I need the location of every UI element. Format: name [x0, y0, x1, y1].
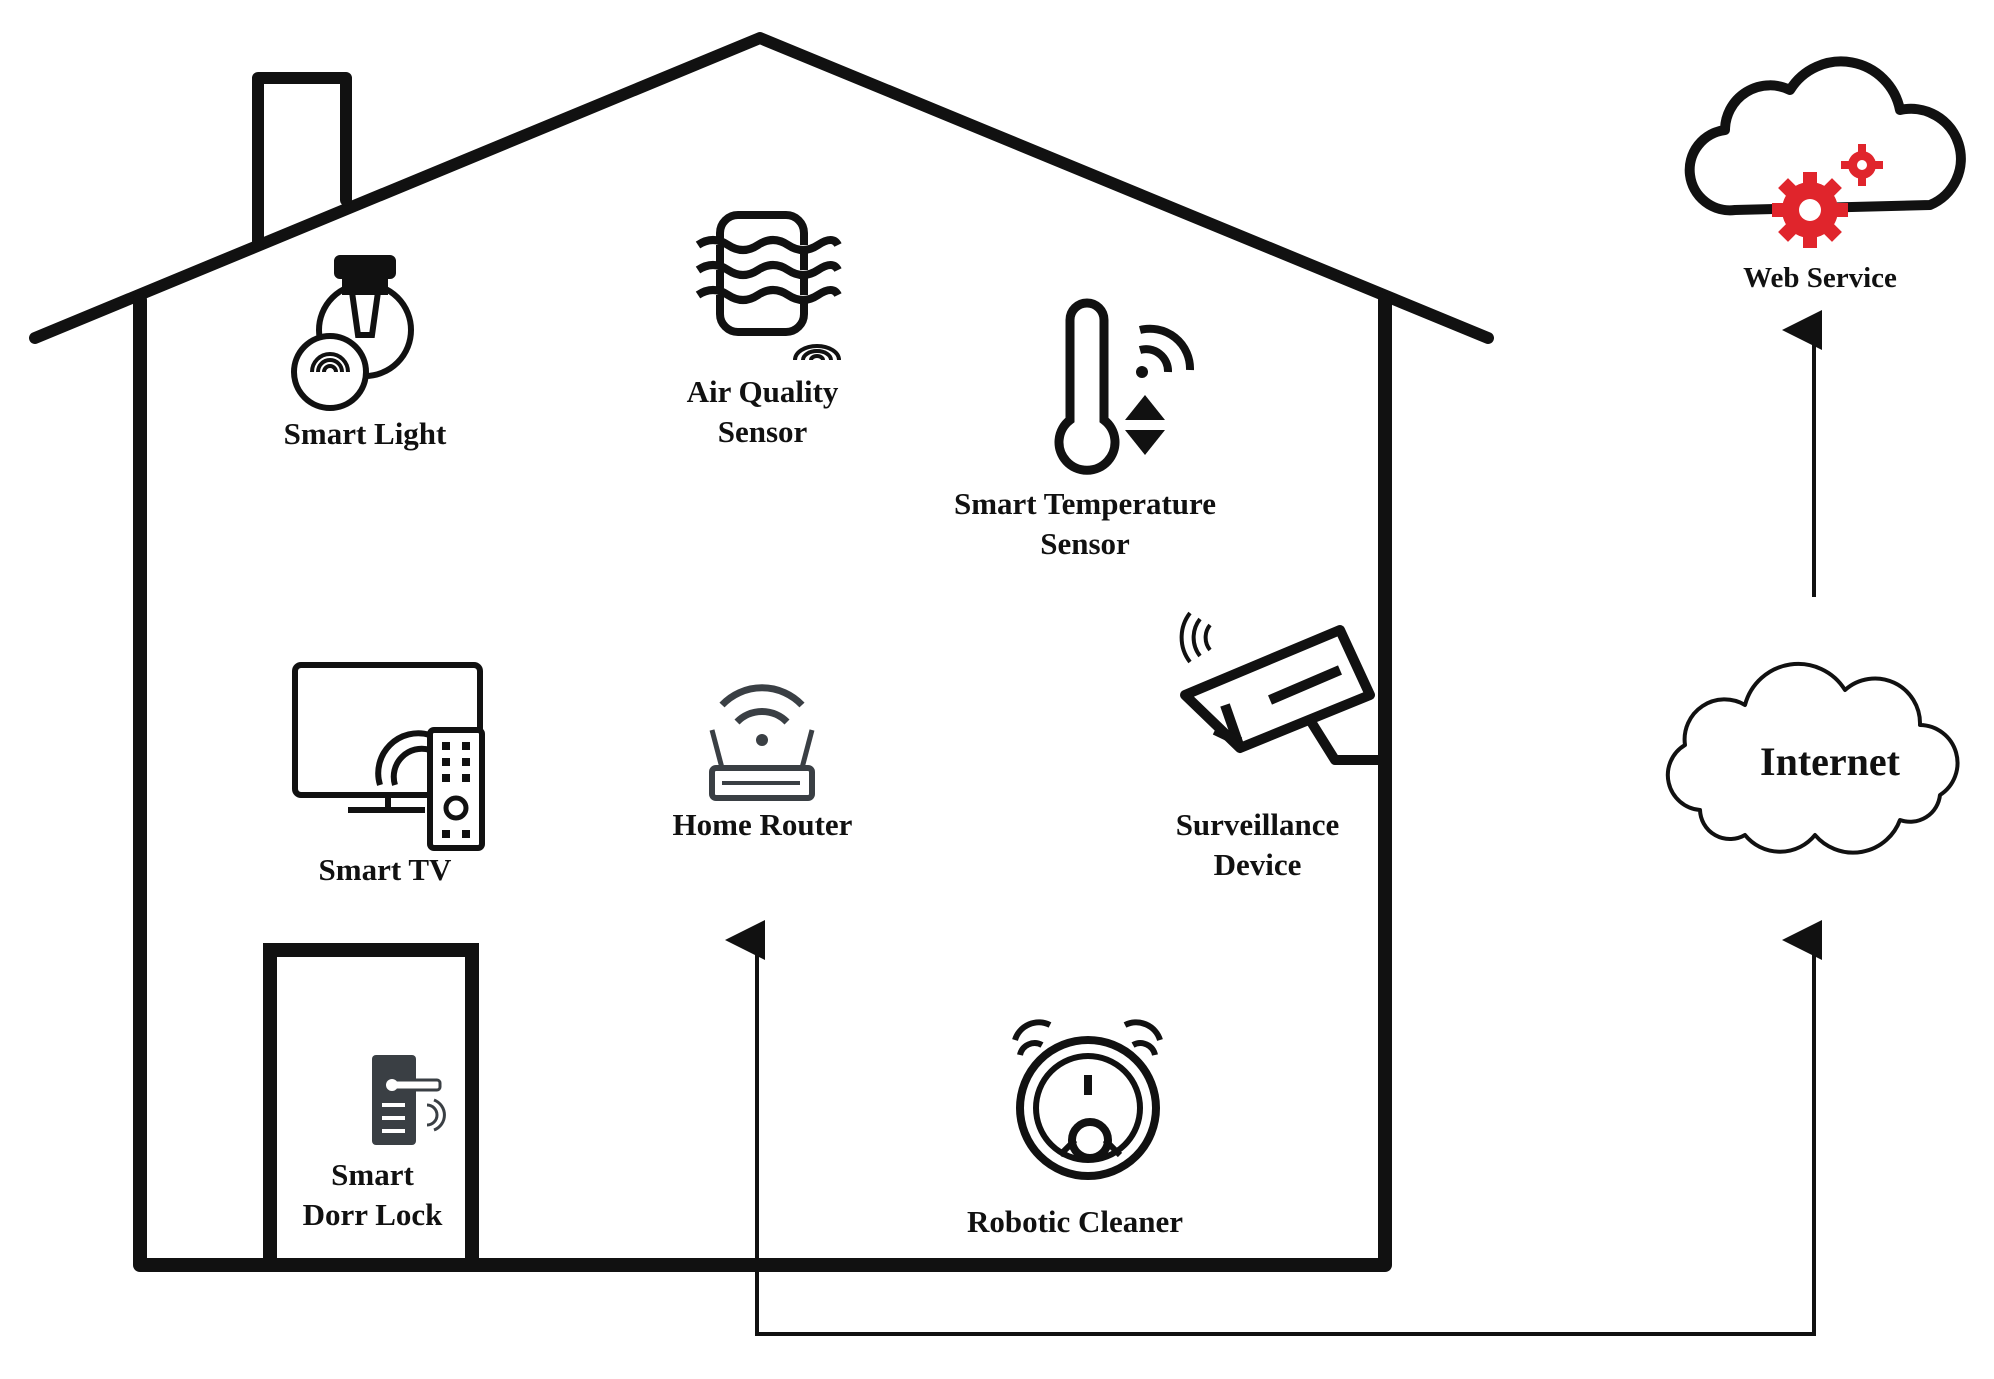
robot-vacuum-icon: [1012, 1019, 1163, 1180]
camera-icon: [1179, 611, 1385, 765]
web-service-label: Web Service: [1743, 262, 1897, 294]
surveillance-label: Surveillance Device: [1145, 805, 1370, 885]
internet-label: Internet: [1760, 739, 1900, 784]
door-lock-label-line2: Dorr Lock: [302, 1197, 443, 1232]
home-router-label: Home Router: [672, 807, 853, 842]
temperature-label-line2: Sensor: [1040, 526, 1130, 561]
tv-remote-icon: [292, 662, 485, 851]
air-quality-label: Air Quality Sensor: [655, 372, 870, 452]
smart-tv-label: Smart TV: [318, 852, 452, 887]
door-lock-icon: [372, 1055, 446, 1145]
door-lock-label: Smart Dorr Lock: [285, 1155, 460, 1235]
door: [263, 943, 479, 1265]
cloud-icon: [1665, 661, 1960, 855]
air-quality-icon: [695, 211, 842, 361]
robotic-cleaner-label: Robotic Cleaner: [966, 1204, 1184, 1239]
air-quality-label-line2: Sensor: [717, 414, 808, 449]
router-to-internet-line: [755, 935, 1816, 1336]
connection-arrows: [725, 310, 1822, 1336]
temperature-label: Smart Temperature Sensor: [925, 484, 1245, 564]
router-icon: [709, 684, 815, 801]
bulb-icon: [291, 255, 414, 411]
cloud-gear-icon: [1684, 56, 1966, 248]
surveillance-label-line2: Device: [1213, 847, 1302, 882]
door-lock-label-line1: Smart: [331, 1157, 414, 1192]
temperature-label-line1: Smart Temperature: [953, 486, 1217, 521]
house-outline: [29, 32, 1494, 1272]
surveillance-label-line1: Surveillance: [1175, 807, 1340, 842]
smart-light-label: Smart Light: [283, 416, 447, 451]
air-quality-label-line1: Air Quality: [686, 374, 839, 409]
thermometer-icon: [1054, 298, 1195, 475]
